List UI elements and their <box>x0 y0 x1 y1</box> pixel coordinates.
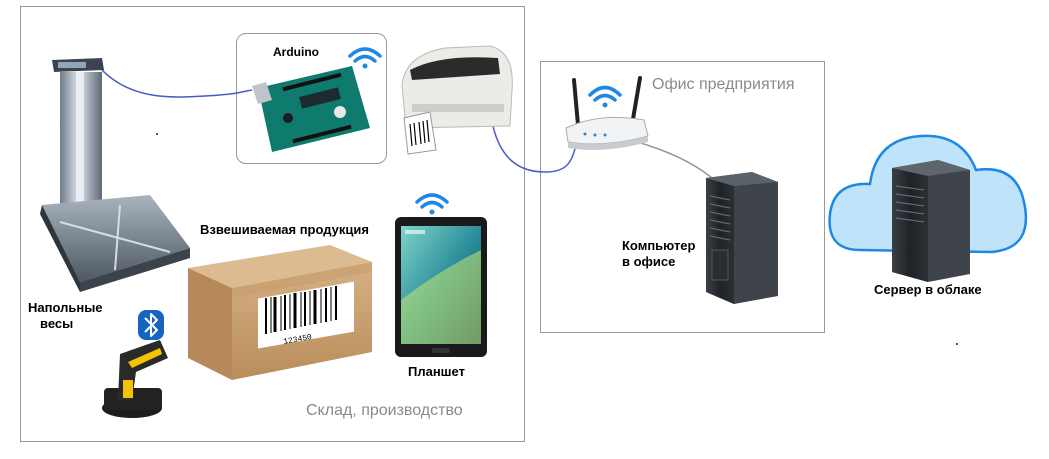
wifi-icon-router <box>588 85 622 108</box>
stray-dot <box>956 343 958 345</box>
product-label: Взвешиваемая продукция <box>200 222 369 237</box>
warehouse-zone <box>20 6 525 442</box>
label-printer-icon <box>401 45 513 155</box>
tower-server-icon <box>706 172 778 304</box>
arduino-label: Arduino <box>273 45 319 59</box>
computer-label-line1: Компьютер <box>622 238 696 253</box>
cloud-tower-server-icon <box>892 160 970 282</box>
box-icon <box>188 245 372 380</box>
wifi-icon-arduino <box>348 47 382 69</box>
cable-scale-arduino <box>99 67 253 98</box>
router-icon <box>565 76 649 150</box>
office-zone <box>540 61 825 333</box>
cloud-server-label: Сервер в облаке <box>874 282 982 297</box>
warehouse-zone-label: Склад, производство <box>306 402 463 419</box>
arduino-board-icon <box>252 66 370 152</box>
bluetooth-icon <box>138 310 164 340</box>
office-zone-label: Офис предприятия <box>652 76 795 93</box>
computer-label-line2: в офисе <box>622 254 676 269</box>
tablet-label: Планшет <box>408 364 465 379</box>
cable-printer-router <box>491 121 579 173</box>
barcode-icon <box>265 286 337 334</box>
wifi-icon-tablet <box>415 193 449 215</box>
tablet-icon <box>395 217 487 357</box>
label-barcode <box>409 119 430 147</box>
scales-label-line1: Напольные <box>28 300 103 315</box>
stray-dot <box>156 133 158 135</box>
scale-icon <box>40 58 190 292</box>
scales-label-line2: весы <box>40 316 74 331</box>
barcode-scanner-icon <box>102 340 168 418</box>
arduino-frame <box>236 33 387 164</box>
cable-router-computer <box>629 139 713 179</box>
